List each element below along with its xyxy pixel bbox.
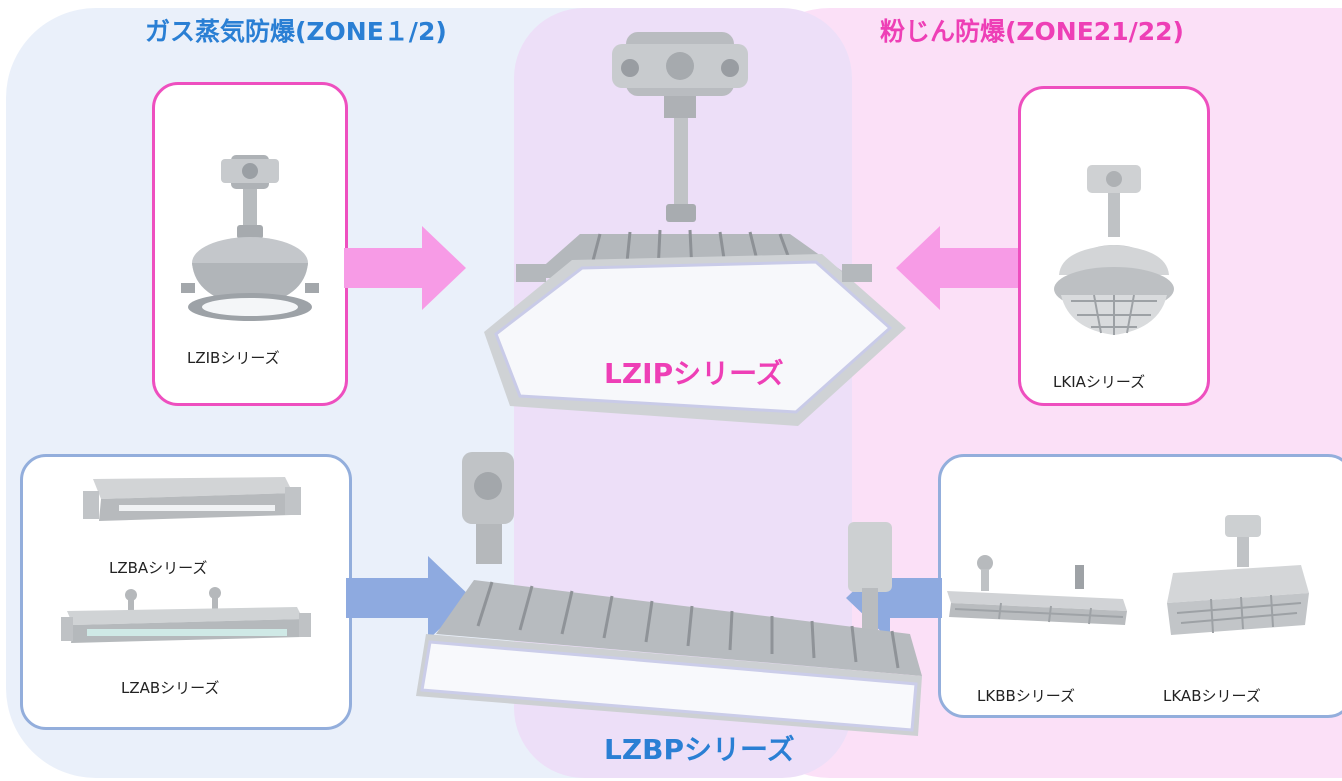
lzbp-label: LZBPシリーズ: [604, 733, 795, 766]
lkia-label: LKIAシリーズ: [1053, 373, 1146, 391]
lkbb-lkab-product-card: LKBBシリーズ LKABシリーズ: [938, 454, 1342, 718]
linear-fixture-icon: [416, 452, 922, 736]
lkbb-label: LKBBシリーズ: [977, 687, 1076, 705]
arrow-left-pink-icon: [896, 226, 1018, 310]
lzba-lzab-product-card: LZBAシリーズ LZABシリーズ: [20, 454, 352, 730]
lzba-label: LZBAシリーズ: [109, 559, 208, 577]
arrow-right-blue-icon: [346, 556, 472, 640]
square-floodlight-icon: [484, 32, 906, 426]
round-dust-light-icon: [1054, 165, 1174, 335]
linear-light-icons: [61, 477, 311, 643]
arrow-right-pink-icon: [344, 226, 466, 310]
lzib-label: LZIBシリーズ: [187, 349, 280, 367]
lzip-label: LZIPシリーズ: [604, 357, 784, 390]
lzab-label: LZABシリーズ: [121, 679, 220, 697]
lzib-product-card: LZIBシリーズ: [152, 82, 348, 406]
dust-zone-title: 粉じん防爆(ZONE21/22): [880, 17, 1184, 46]
lkia-product-card: LKIAシリーズ: [1018, 86, 1210, 406]
gas-zone-title: ガス蒸気防爆(ZONE１/2): [145, 17, 447, 46]
dust-linear-and-square-icons: [947, 515, 1309, 635]
lkab-label: LKABシリーズ: [1163, 687, 1261, 705]
round-light-icon: [181, 155, 319, 321]
